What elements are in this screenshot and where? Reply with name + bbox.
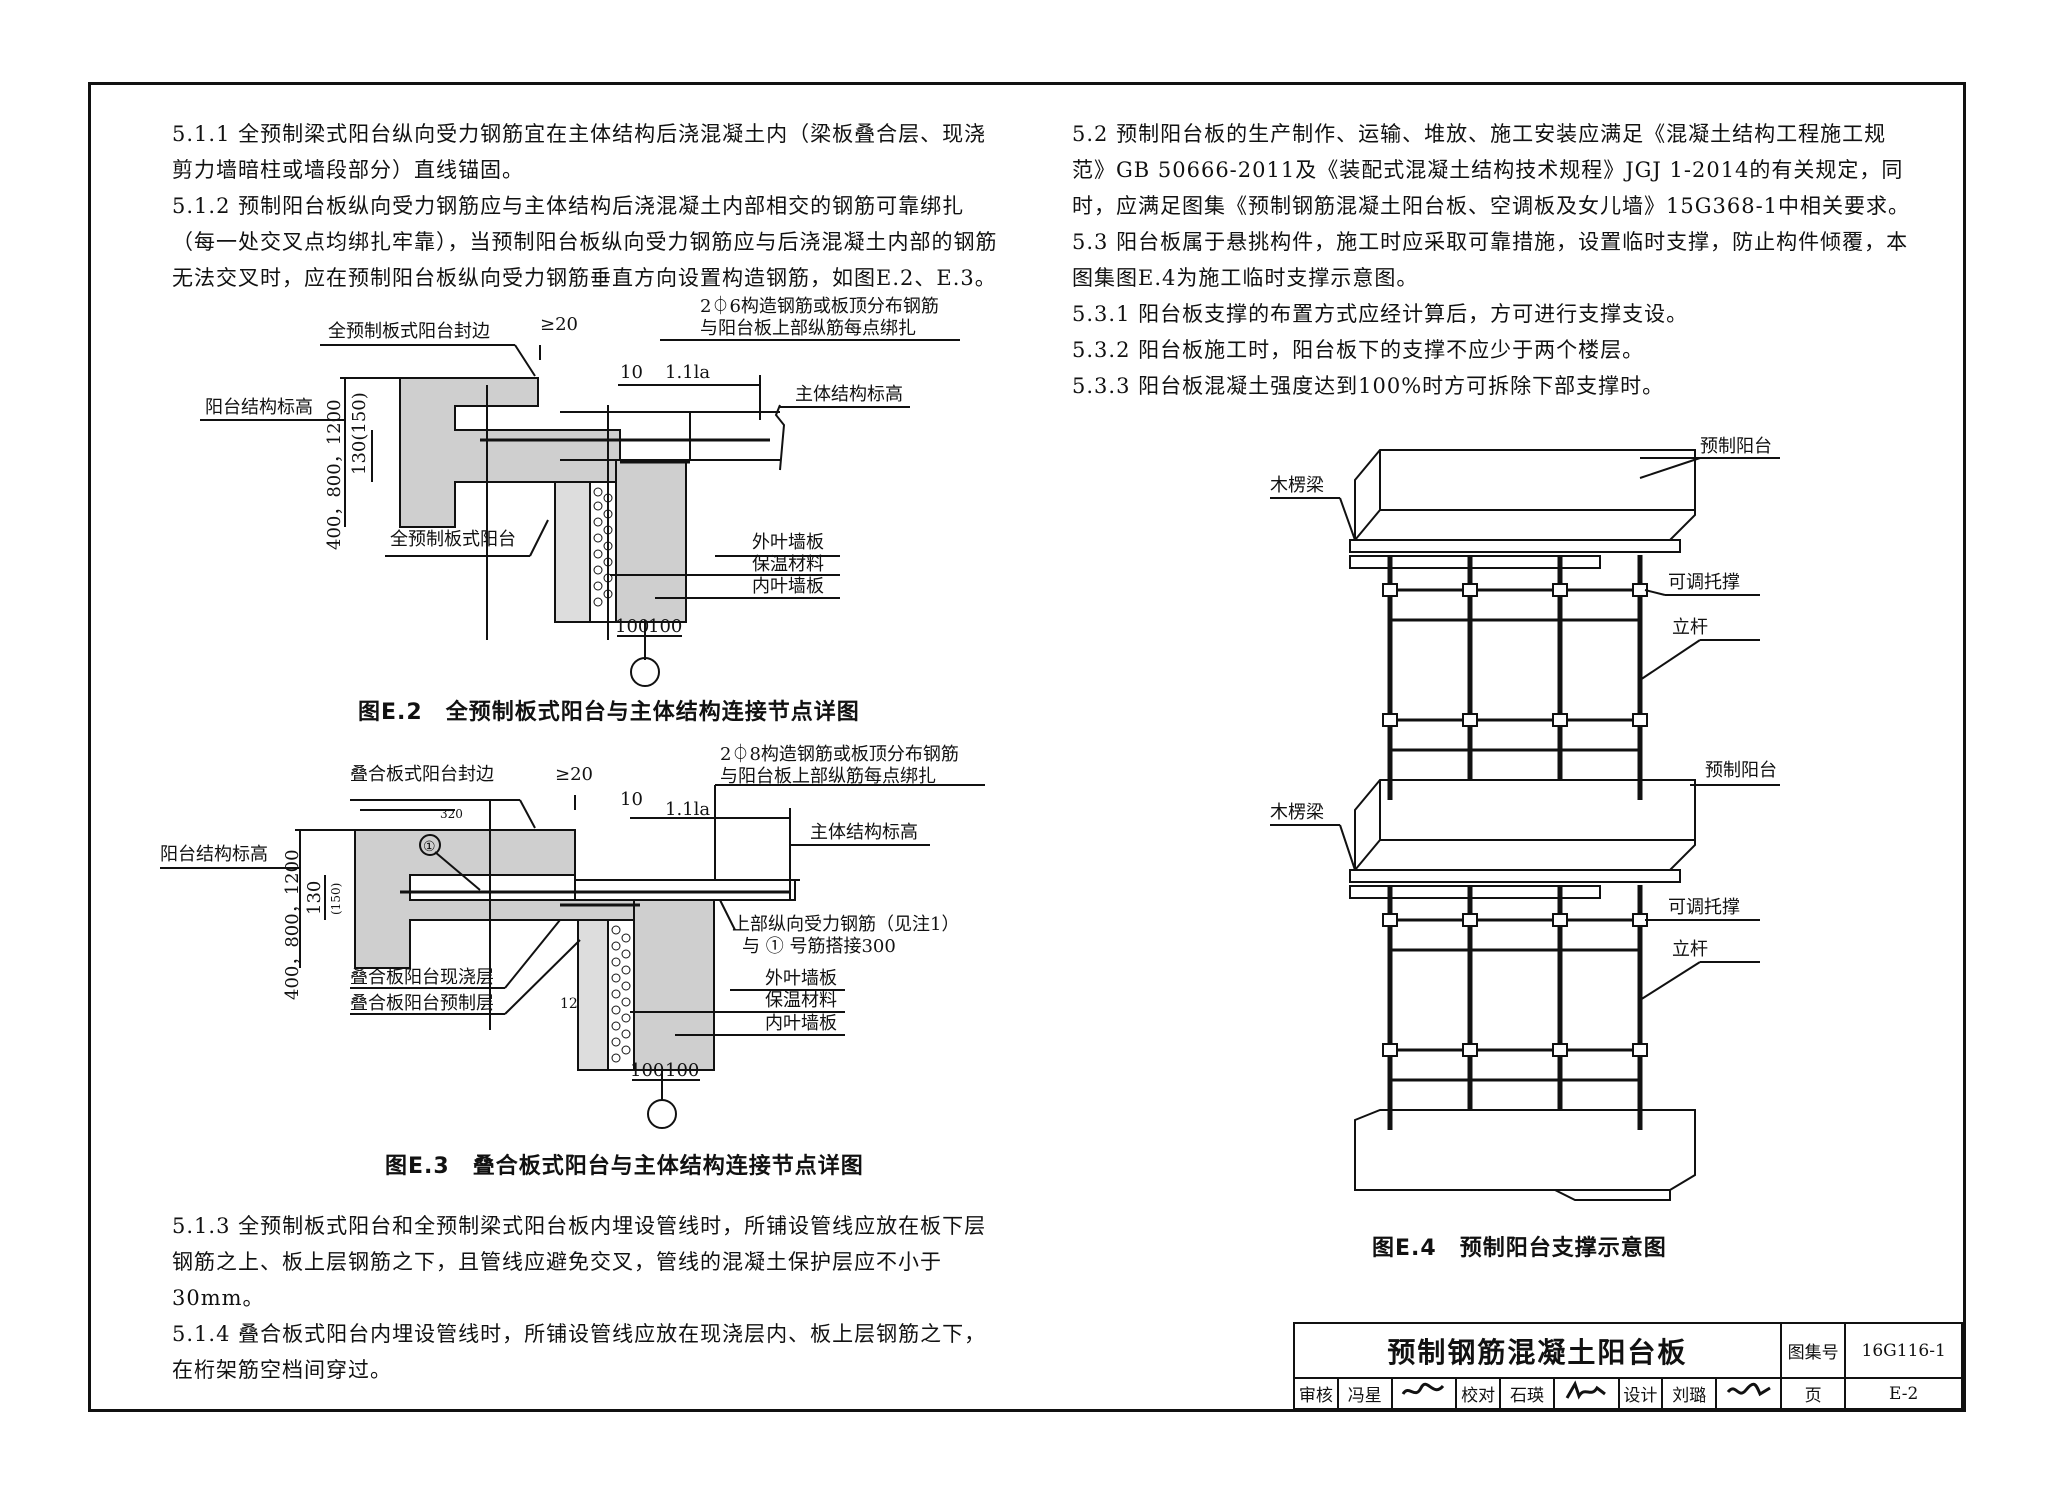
paragraph: 5.2 预制阳台板的生产制作、运输、堆放、施工安装应满足《混凝土结构工程施工规范…: [1072, 122, 1911, 218]
e3-outer: 外叶墙板: [765, 968, 837, 989]
checker-name: 石瑛: [1498, 1377, 1556, 1410]
paragraph: 5.3.2 阳台板施工时，阳台板下的支撑不应少于两个楼层。: [1072, 338, 1645, 362]
e4-jack-mid: 可调托撑: [1668, 897, 1740, 918]
drawing-frame: [88, 82, 1966, 1412]
designer-name: 刘璐: [1661, 1377, 1718, 1410]
e3-main-level: 主体结构标高: [810, 822, 918, 843]
e3-dim-130: 130: [304, 881, 325, 915]
e4-balcony-top: 预制阳台: [1700, 436, 1772, 457]
paragraph: 5.1.2 预制阳台板纵向受力钢筋应与主体结构后浇混凝土内部相交的钢筋可靠绑扎（…: [172, 194, 998, 290]
signature-2: [1566, 1380, 1607, 1400]
e2-inner: 内叶墙板: [752, 576, 824, 597]
review-label: 审核: [1293, 1377, 1339, 1410]
title-block-title: 预制钢筋混凝土阳台板: [1293, 1322, 1782, 1379]
title-block: 预制钢筋混凝土阳台板 图集号 16G116-1 审核 冯星 校对 石瑛 设计 刘…: [1293, 1322, 1963, 1410]
e3-la: 1.1la: [665, 799, 710, 820]
e2-outer: 外叶墙板: [752, 532, 824, 553]
e2-dim-130: 130(150): [349, 392, 370, 475]
e2-la: 1.1la: [665, 362, 710, 383]
e2-edge-label: 全预制板式阳台封边: [328, 321, 490, 342]
e2-ge20: ≥20: [540, 314, 578, 335]
page-no: E-2: [1844, 1377, 1963, 1410]
design-label: 设计: [1617, 1377, 1664, 1410]
e4-pole-top: 立杆: [1672, 617, 1708, 638]
e3-circle1: ①: [423, 839, 436, 855]
check-label: 校对: [1455, 1377, 1501, 1410]
paragraph: 5.1.4 叠合板式阳台内埋设管线时，所铺设管线应放在现浇层内、板上层钢筋之下，…: [172, 1322, 987, 1382]
paragraph: 5.3 阳台板属于悬挑构件，施工时应采取可靠措施，设置临时支撑，防止构件倾覆，本…: [1072, 230, 1909, 290]
e2-main-level: 主体结构标高: [795, 384, 903, 405]
paragraph: 5.3.3 阳台板混凝土强度达到100%时方可拆除下部支撑时。: [1072, 374, 1665, 398]
e3-edge-label: 叠合板式阳台封边: [350, 764, 494, 785]
left-top-text: 5.1.1 全预制梁式阳台纵向受力钢筋宜在主体结构后浇混凝土内（梁板叠合层、现浇…: [172, 116, 1002, 296]
e3-upper-note-1: 上部纵向受力钢筋（见注1）: [732, 914, 959, 935]
e3-320: 320: [440, 807, 463, 821]
e3-dim-range: 400，800，1200: [282, 849, 303, 1000]
e2-dim-range: 400，800，1200: [324, 399, 345, 550]
e2-dim-100a: 100: [615, 616, 649, 637]
e4-beam-top: 木楞梁: [1270, 475, 1324, 496]
left-bottom-text: 5.1.3 全预制板式阳台和全预制梁式阳台板内埋设管线时，所铺设管线应放在板下层…: [172, 1208, 1002, 1388]
designer-signature: [1715, 1377, 1782, 1410]
e3-dim-100b: 100: [665, 1060, 699, 1081]
e3-dim-100a: 100: [630, 1060, 664, 1081]
e2-rebar-note-2: 与阳台板上部纵筋每点绑扎: [700, 318, 916, 339]
e3-ten: 10: [620, 789, 643, 810]
e2-balcony: 全预制板式阳台: [390, 529, 516, 550]
atlas-label: 图集号: [1779, 1322, 1847, 1379]
right-top-text: 5.2 预制阳台板的生产制作、运输、堆放、施工安装应满足《混凝土结构工程施工规范…: [1072, 116, 1912, 404]
e4-balcony-mid: 预制阳台: [1705, 760, 1777, 781]
signature-3: [1726, 1382, 1771, 1397]
e4-beam-mid: 木楞梁: [1270, 802, 1324, 823]
e2-insul: 保温材料: [752, 554, 824, 575]
reviewer-name: 冯星: [1336, 1377, 1393, 1410]
e3-balcony-level: 阳台结构标高: [160, 844, 268, 865]
e2-balcony-level: 阳台结构标高: [205, 397, 313, 418]
paragraph: 5.1.3 全预制板式阳台和全预制梁式阳台板内埋设管线时，所铺设管线应放在板下层…: [172, 1214, 987, 1310]
e3-inner: 内叶墙板: [765, 1013, 837, 1034]
e4-caption: 图E.4 预制阳台支撑示意图: [1372, 1236, 1667, 1261]
e3-dim-150: (150): [329, 883, 343, 915]
e2-rebar-note-1: 2⏀6构造钢筋或板顶分布钢筋: [700, 295, 939, 317]
e3-cast-layer: 叠合板阳台现浇层: [350, 967, 494, 988]
e2-dim-100b: 100: [648, 616, 682, 637]
e3-rebar-note-1: 2⏀8构造钢筋或板顶分布钢筋: [720, 743, 959, 765]
e3-insul: 保温材料: [765, 990, 837, 1011]
e2-caption: 图E.2 全预制板式阳台与主体结构连接节点详图: [358, 700, 860, 725]
e3-caption: 图E.3 叠合板式阳台与主体结构连接节点详图: [385, 1154, 864, 1179]
e3-precast-layer: 叠合板阳台预制层: [350, 993, 494, 1014]
e4-pole-mid: 立杆: [1672, 939, 1708, 960]
e3-rebar-note-2: 与阳台板上部纵筋每点绑扎: [720, 766, 936, 787]
checker-signature: [1553, 1377, 1620, 1410]
e4-jack-top: 可调托撑: [1668, 572, 1740, 593]
paragraph: 5.3.1 阳台板支撑的布置方式应经计算后，方可进行支撑支设。: [1072, 302, 1689, 326]
e3-upper-note-2: 与 ① 号筋搭接300: [742, 936, 896, 957]
paragraph: 5.1.1 全预制梁式阳台纵向受力钢筋宜在主体结构后浇混凝土内（梁板叠合层、现浇…: [172, 122, 987, 182]
signature-1: [1401, 1382, 1445, 1395]
atlas-no: 16G116-1: [1844, 1322, 1963, 1379]
e3-twelve: 12: [560, 996, 578, 1012]
e3-ge20: ≥20: [555, 764, 593, 785]
page-label: 页: [1779, 1377, 1847, 1410]
reviewer-signature: [1390, 1377, 1458, 1410]
e2-ten: 10: [620, 362, 643, 383]
